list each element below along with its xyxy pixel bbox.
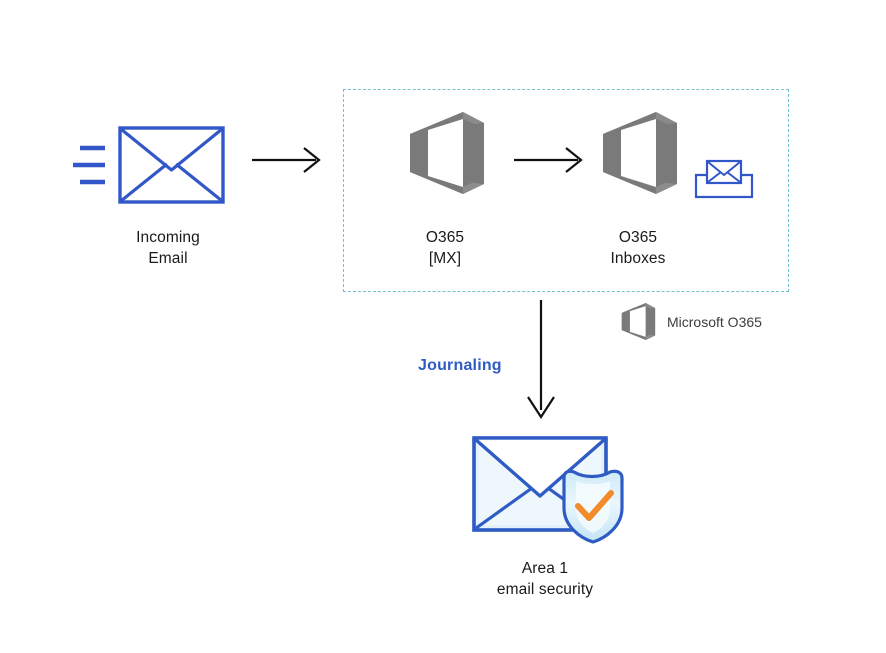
arrow-right-icon — [514, 147, 583, 173]
area1-node — [466, 430, 636, 545]
o365-inbox-tray — [694, 158, 754, 200]
legend-label-microsoft-o365: Microsoft O365 — [667, 314, 762, 330]
o365-mx-node — [406, 110, 488, 196]
journaling-edge-label: Journaling — [418, 357, 502, 374]
office-365-icon — [603, 112, 677, 194]
incoming-email-node — [72, 118, 232, 213]
office-365-icon — [410, 112, 484, 194]
o365-inboxes-node — [599, 110, 681, 196]
incoming-email-label: Incoming Email — [136, 229, 200, 267]
inbox-tray-icon — [694, 159, 754, 199]
o365-mx-label: O365 [MX] — [425, 229, 465, 267]
arrow-inboxes-to-area1 — [522, 300, 562, 425]
office-365-icon — [621, 303, 656, 340]
o365-inboxes-label: O365 Inboxes — [610, 229, 666, 267]
shielded-envelope-icon — [472, 436, 624, 544]
area1-label: Area 1 email security — [496, 560, 594, 598]
legend-office-365-icon-wrap — [620, 302, 657, 341]
arrow-mx-to-inboxes — [514, 145, 586, 175]
microsoft-o365-dashed-region — [343, 89, 789, 292]
arrow-right-icon — [252, 147, 321, 173]
envelope-icon — [73, 126, 225, 204]
arrow-down-icon — [527, 300, 555, 420]
arrow-incoming-to-region — [252, 145, 324, 175]
